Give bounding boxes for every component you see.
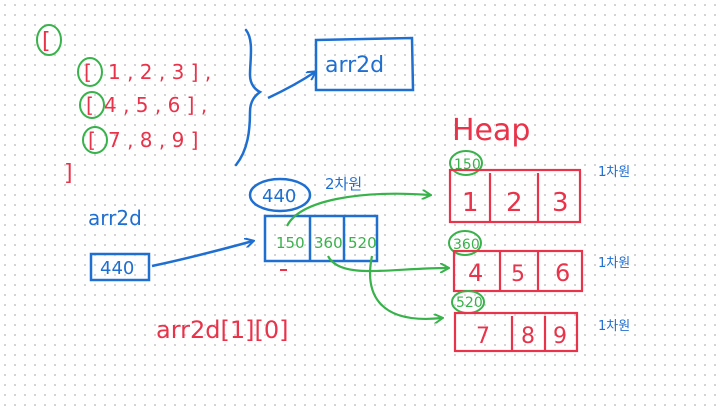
open-bracket: [ bbox=[42, 29, 51, 54]
stack-to-array-arrow bbox=[151, 241, 253, 268]
row3-values: 7 , 8 , 9 ] bbox=[108, 128, 198, 152]
top-variable-label: arr2d bbox=[325, 53, 384, 78]
heap-row: 150 1 2 3 1차원 bbox=[448, 150, 630, 224]
heap-row-1-address-circle bbox=[448, 230, 482, 256]
heap-row-2-cell-0: 7 bbox=[476, 324, 490, 349]
row1-bracket: [ bbox=[84, 60, 92, 84]
pointer-arrow-0 bbox=[286, 194, 430, 227]
outer-array-cell-1: 360 bbox=[314, 234, 343, 252]
heap-row-0-cell-1: 2 bbox=[506, 188, 523, 218]
outer-array-address-value: 440 bbox=[262, 186, 296, 207]
heap-row-0-cell-2: 3 bbox=[552, 188, 569, 218]
heap-row-0-address-circle bbox=[449, 150, 483, 176]
top-variable-box: arr2d bbox=[314, 36, 415, 92]
row3-bracket-circle bbox=[82, 126, 108, 154]
heap-row-0-side-label: 1차원 bbox=[598, 165, 630, 180]
outer-array-caption: 2차원 bbox=[325, 175, 362, 193]
heap-row-1-cell-2: 6 bbox=[555, 259, 570, 287]
row3-bracket: [ bbox=[88, 128, 96, 152]
stack-variable-label: arr2d bbox=[88, 206, 142, 230]
row1-values: 1 , 2 , 3 ] , bbox=[108, 60, 211, 84]
heap-title: Heap bbox=[452, 113, 530, 148]
heap-row-2-side-label: 1차원 bbox=[598, 319, 630, 334]
open-bracket-circle bbox=[36, 24, 62, 56]
heap-row: 360 4 5 6 1차원 bbox=[448, 230, 630, 293]
outer-array: 150 360 520 bbox=[263, 214, 379, 263]
outer-array-cell-0: 150 bbox=[276, 234, 305, 252]
heap-row-1-cell-0: 4 bbox=[468, 259, 483, 287]
pointer-arrow-1 bbox=[327, 255, 448, 271]
heap-row-0-cell-0: 1 bbox=[462, 188, 479, 218]
row1-bracket-circle bbox=[77, 57, 103, 87]
heap-row-1-address: 360 bbox=[453, 237, 480, 253]
heap-row-1-side-label: 1차원 bbox=[598, 256, 630, 271]
heap-row: 520 7 8 9 1차원 bbox=[451, 290, 630, 353]
pointer-arrow-2 bbox=[369, 255, 442, 319]
row2-bracket: [ bbox=[86, 93, 94, 117]
outer-array-address: 440 bbox=[248, 177, 312, 213]
heap-row-2-cell-2: 9 bbox=[553, 324, 567, 349]
access-expression: arr2d[1][0] bbox=[156, 316, 289, 344]
close-bracket: ] bbox=[64, 161, 73, 186]
stack-variable-value: 440 bbox=[100, 258, 134, 279]
heap-row-1-cell-1: 5 bbox=[511, 262, 525, 287]
curly-brace bbox=[234, 28, 263, 167]
heap-row-2-cell-1: 8 bbox=[521, 324, 535, 349]
row2-values: 4 , 5 , 6 ] , bbox=[104, 93, 207, 117]
brace-arrow bbox=[267, 72, 315, 100]
outer-array-cell-2: 520 bbox=[348, 234, 377, 252]
row2-bracket-circle bbox=[79, 91, 105, 119]
heap-row-2-address: 520 bbox=[456, 295, 483, 311]
array-literal: [ [ 1 , 2 , 3 ] , [ 4 , 5 , 6 ] , [ 7 , … bbox=[36, 24, 211, 186]
stack-variable-box: 440 bbox=[89, 252, 151, 282]
